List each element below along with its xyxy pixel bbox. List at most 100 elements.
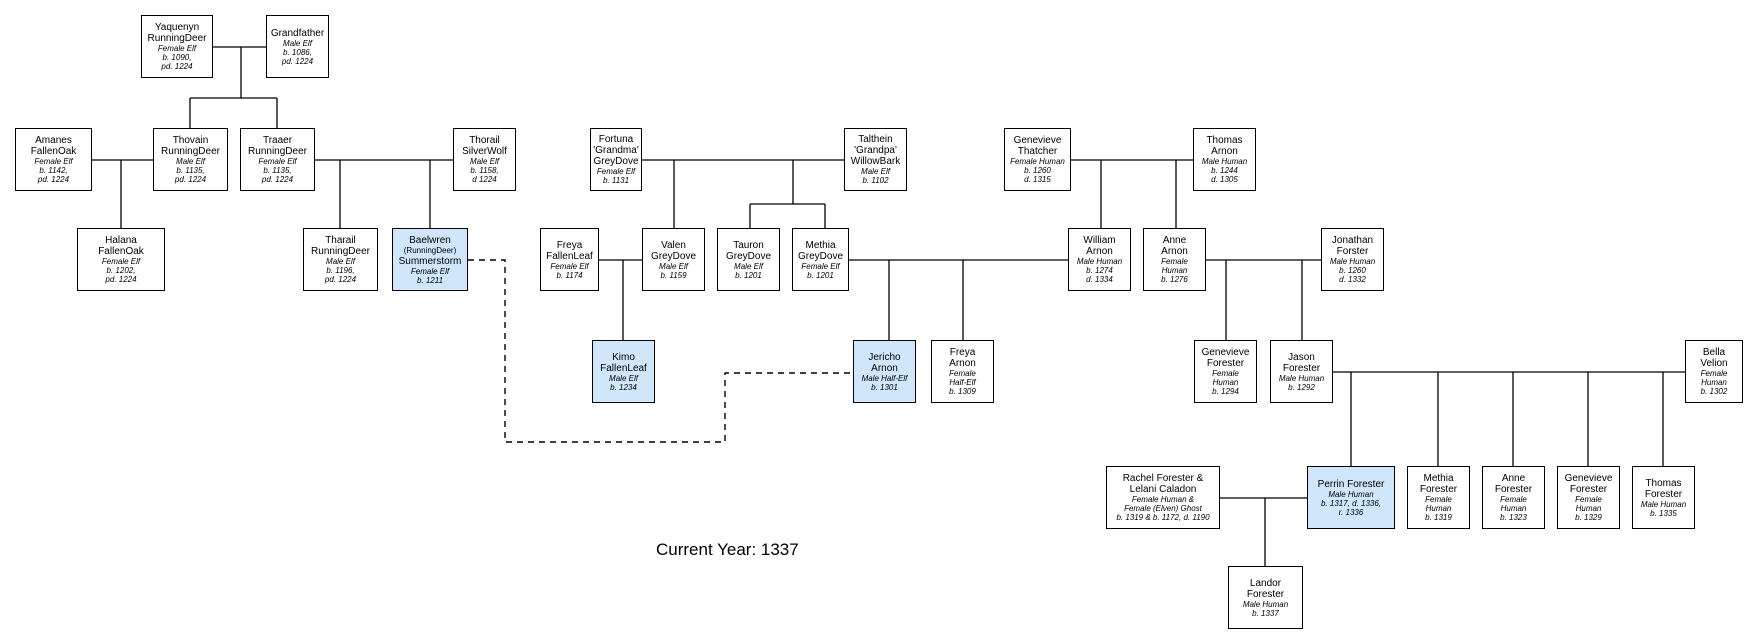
dashed-connector: [468, 259, 853, 443]
person-details: Female Human & Female (Elven) Ghost b. 1…: [1116, 495, 1210, 522]
person-name: Fortuna 'Grandma' GreyDove: [593, 134, 639, 167]
person-name-middle: (RunningDeer): [403, 245, 457, 255]
person-name-last: Summerstorm: [398, 255, 462, 267]
person-landor-forester[interactable]: Landor Forester Male Human b. 1337: [1228, 566, 1303, 629]
person-anne-forester[interactable]: Anne Forester Female Human b. 1323: [1482, 466, 1545, 529]
person-genevieve-thatcher[interactable]: Genevieve Thatcher Female Human b. 1260 …: [1004, 128, 1071, 191]
person-details: Female Human b. 1260 d. 1315: [1010, 157, 1065, 184]
person-yaquenyn-runningdeer[interactable]: Yaquenyn RunningDeer Female Elf b. 1090,…: [141, 15, 213, 78]
person-name: Grandfather: [270, 27, 325, 39]
person-name: Genevieve Forester: [1564, 473, 1613, 495]
person-details: Female Elf b. 1201: [801, 261, 840, 280]
person-details: Female Elf b. 1142, pd. 1224: [34, 157, 73, 184]
person-details: Female Elf b. 1090, pd. 1224: [157, 44, 197, 71]
person-thomas-arnon[interactable]: Thomas Arnon Male Human b. 1244 d. 1305: [1193, 128, 1256, 191]
person-details: Female Human b. 1329: [1575, 495, 1602, 522]
person-name: Halana FallenOak: [98, 235, 144, 257]
person-details: Male Elf b. 1135, pd. 1224: [174, 157, 207, 184]
person-name: Tharail RunningDeer: [311, 235, 370, 257]
person-details: Male Human b. 1260 d. 1332: [1329, 257, 1376, 284]
person-name: Jason Forester: [1282, 351, 1321, 374]
person-name: Genevieve Thatcher: [1013, 135, 1062, 157]
person-tharail-runningdeer[interactable]: Tharail RunningDeer Male Elf b. 1196, pd…: [303, 228, 378, 291]
person-jonathan-forster[interactable]: Jonathan Forster Male Human b. 1260 d. 1…: [1321, 228, 1384, 291]
person-name: Methia Forester: [1419, 473, 1458, 495]
person-william-arnon[interactable]: William Arnon Male Human b. 1274 d. 1334: [1068, 228, 1131, 291]
person-details: Male Human b. 1317, d. 1336, r. 1336: [1320, 489, 1382, 517]
person-valen-greydove[interactable]: Valen GreyDove Male Elf b. 1159: [642, 228, 705, 291]
person-name: Valen GreyDove: [650, 239, 696, 262]
person-kimo-fallenleaf[interactable]: Kimo FallenLeaf Male Elf b. 1234: [592, 340, 655, 403]
person-name: Amanes FallenOak: [30, 135, 77, 157]
person-name: Rachel Forester & Lelani Caladon: [1122, 473, 1204, 495]
person-name: Freya FallenLeaf: [546, 239, 593, 262]
person-details: Female Elf b. 1135, pd. 1224: [258, 157, 297, 184]
person-name: Bella Velion: [1700, 347, 1728, 369]
person-talthein-willowbark[interactable]: Talthein 'Grandpa' WillowBark Male Elf b…: [844, 128, 907, 191]
person-name: Landor Forester: [1246, 577, 1285, 600]
person-rachel-and-lelani[interactable]: Rachel Forester & Lelani Caladon Female …: [1106, 466, 1220, 529]
person-bella-velion[interactable]: Bella Velion Female Human b. 1302: [1685, 340, 1743, 403]
person-name: Genevieve Forester: [1201, 347, 1250, 369]
person-freya-arnon[interactable]: Freya Arnon Female Half-Elf b. 1309: [931, 340, 994, 403]
person-name: Jonathan Forster: [1331, 235, 1374, 257]
person-fortuna-greydove[interactable]: Fortuna 'Grandma' GreyDove Female Elf b.…: [590, 128, 642, 191]
person-traaer-runningdeer[interactable]: Traaer RunningDeer Female Elf b. 1135, p…: [240, 128, 315, 191]
person-jason-forester[interactable]: Jason Forester Male Human b. 1292: [1270, 340, 1333, 403]
current-year-caption: Current Year: 1337: [656, 540, 799, 559]
person-details: Male Human b. 1292: [1278, 373, 1325, 392]
person-genevieve-forester-younger[interactable]: Genevieve Forester Female Human b. 1329: [1557, 466, 1620, 529]
person-jericho-arnon[interactable]: Jericho Arnon Male Half-Elf b. 1301: [853, 340, 916, 403]
person-genevieve-forester[interactable]: Genevieve Forester Female Human b. 1294: [1194, 340, 1257, 403]
person-name: Talthein 'Grandpa' WillowBark: [850, 134, 901, 167]
person-details: Female Elf b. 1131: [596, 167, 636, 185]
connector-lines: [92, 46, 1685, 566]
person-details: Female Human b. 1276: [1161, 257, 1188, 284]
person-name: Freya Arnon: [949, 347, 976, 369]
person-grandfather[interactable]: Grandfather Male Elf b. 1086, pd. 1224: [266, 15, 329, 78]
person-methia-forester[interactable]: Methia Forester Female Human b. 1319: [1407, 466, 1470, 529]
person-name: Thomas Forester: [1644, 477, 1683, 500]
person-name: Methia GreyDove: [797, 239, 843, 262]
person-name: Kimo FallenLeaf: [600, 351, 647, 374]
person-anne-arnon[interactable]: Anne Arnon Female Human b. 1276: [1143, 228, 1206, 291]
person-name: Thovain RunningDeer: [161, 135, 220, 157]
person-name: Jericho Arnon: [868, 351, 901, 374]
person-details: Female Human b. 1302: [1700, 369, 1728, 396]
person-details: Female Elf b. 1202, pd. 1224: [101, 257, 141, 284]
person-details: Female Human b. 1323: [1500, 495, 1527, 522]
person-amanes-fallenoak[interactable]: Amanes FallenOak Female Elf b. 1142, pd.…: [15, 128, 92, 191]
person-details: Female Half-Elf b. 1309: [949, 369, 976, 396]
person-details: Male Elf b. 1234: [609, 373, 638, 392]
person-name: Perrin Forester: [1317, 478, 1385, 490]
person-thovain-runningdeer[interactable]: Thovain RunningDeer Male Elf b. 1135, pd…: [153, 128, 228, 191]
person-details: Male Human b. 1337: [1242, 599, 1289, 618]
person-name: Thorail SilverWolf: [462, 135, 507, 157]
person-details: Male Human b. 1335: [1640, 499, 1687, 518]
person-details: Male Elf b. 1086, pd. 1224: [281, 38, 314, 66]
person-thomas-forester[interactable]: Thomas Forester Male Human b. 1335: [1632, 466, 1695, 529]
person-name: Tauron GreyDove: [725, 239, 771, 262]
person-details: Male Elf b. 1159: [659, 261, 688, 280]
person-name: Thomas Arnon: [1206, 135, 1243, 157]
person-details: Male Elf b. 1102: [861, 167, 890, 185]
person-name: William Arnon: [1083, 235, 1116, 257]
person-freya-fallenleaf[interactable]: Freya FallenLeaf Female Elf b. 1174: [540, 228, 599, 291]
person-methia-greydove[interactable]: Methia GreyDove Female Elf b. 1201: [792, 228, 849, 291]
person-details: Male Elf b. 1201: [734, 261, 763, 280]
person-name: Traaer RunningDeer: [248, 135, 307, 157]
person-details: Male Elf b. 1196, pd. 1224: [324, 257, 357, 284]
person-halana-fallenoak[interactable]: Halana FallenOak Female Elf b. 1202, pd.…: [77, 228, 165, 291]
person-details: Male Half-Elf b. 1301: [861, 373, 908, 392]
person-perrin-forester[interactable]: Perrin Forester Male Human b. 1317, d. 1…: [1307, 466, 1395, 529]
person-details: Male Human b. 1244 d. 1305: [1201, 157, 1248, 184]
person-thorail-silverwolf[interactable]: Thorail SilverWolf Male Elf b. 1158, d 1…: [453, 128, 516, 191]
person-name-first: Baelwren: [409, 234, 451, 246]
person-details: Male Elf b. 1158, d 1224: [470, 157, 499, 184]
person-details: Female Human b. 1319: [1425, 495, 1452, 522]
person-details: Female Elf b. 1174: [550, 261, 589, 280]
person-tauron-greydove[interactable]: Tauron GreyDove Male Elf b. 1201: [717, 228, 780, 291]
person-details: Male Human b. 1274 d. 1334: [1076, 257, 1123, 284]
person-baelwren-summerstorm[interactable]: Baelwren (RunningDeer) Summerstorm Femal…: [392, 228, 468, 291]
